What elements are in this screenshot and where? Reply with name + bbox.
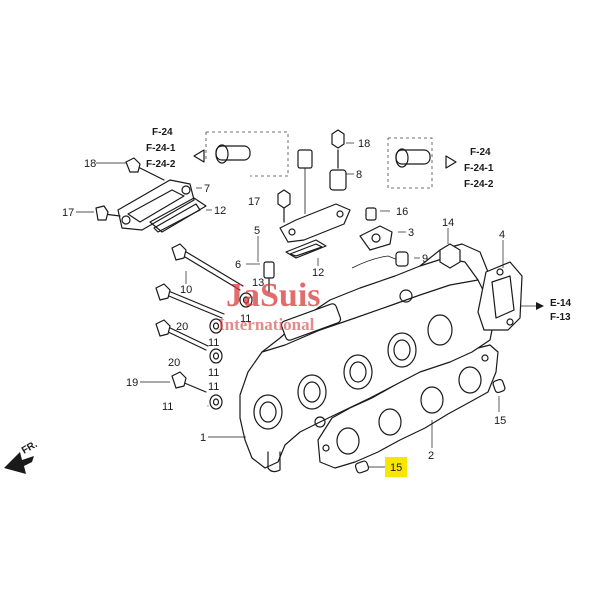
manifold-gasket xyxy=(317,344,499,469)
ref-right-3: F-24-2 xyxy=(464,179,494,190)
ref-right-2: F-24-1 xyxy=(464,163,494,174)
callout-4: 4 xyxy=(499,229,505,241)
ref-left-2: F-24-1 xyxy=(146,143,176,154)
washer-11-a xyxy=(239,292,253,308)
leader-lines xyxy=(76,142,504,468)
flange-nut xyxy=(439,243,461,269)
callout-11-d: 11 xyxy=(208,381,219,393)
callout-7: 7 xyxy=(204,183,210,195)
reference-arrow-right xyxy=(445,155,457,169)
ref-exhaust-1: E-14 xyxy=(550,298,572,309)
bolt-18-left xyxy=(125,157,165,181)
callout-16: 16 xyxy=(396,206,408,218)
watermark-brand: JaSuis xyxy=(226,277,321,314)
reference-arrow-left xyxy=(193,149,205,163)
bolt-17-center xyxy=(277,189,291,223)
cover-plate xyxy=(117,179,207,233)
exhaust-manifold xyxy=(239,243,495,473)
callout-9: 9 xyxy=(422,253,428,265)
callout-12-a: 12 xyxy=(214,205,226,217)
callout-3: 3 xyxy=(408,227,414,239)
washer-11-d xyxy=(209,394,223,410)
ref-left-3: F-24-2 xyxy=(146,159,176,170)
ref-exhaust-2: F-13 xyxy=(550,312,571,323)
callout-12-b: 12 xyxy=(312,267,324,279)
reference-box-left xyxy=(205,131,289,177)
callout-11-c: 11 xyxy=(208,367,219,379)
callout-15-highlight xyxy=(385,457,407,477)
sensor-assembly xyxy=(351,207,409,269)
callout-17-b: 17 xyxy=(248,196,260,208)
callout-1: 1 xyxy=(200,432,206,444)
bracket-plate xyxy=(279,149,351,243)
long-bolt-10 xyxy=(171,243,244,291)
callout-8: 8 xyxy=(356,169,362,181)
bolt-19 xyxy=(171,371,207,393)
callout-19: 19 xyxy=(126,377,138,389)
callout-15-a: 15 xyxy=(494,415,506,427)
callout-18-b: 18 xyxy=(358,138,370,150)
o-ring-gasket xyxy=(285,239,327,259)
callout-11-b: 11 xyxy=(208,337,219,349)
callout-5: 5 xyxy=(254,225,260,237)
front-label: FR. xyxy=(20,439,40,457)
exhaust-ref-arrow xyxy=(520,302,544,310)
callout-6: 6 xyxy=(235,259,241,271)
callout-11-e: 11 xyxy=(162,401,173,413)
ref-right-1: F-24 xyxy=(470,147,491,158)
callout-15-b: 15 xyxy=(390,462,402,474)
front-direction-arrow xyxy=(4,452,34,474)
bolt-18-right xyxy=(331,129,345,169)
outlet-flange-gasket xyxy=(477,261,523,331)
callout-17-a: 17 xyxy=(62,207,74,219)
dowel-pin-upper xyxy=(492,378,506,394)
callout-20-a: 20 xyxy=(176,321,188,333)
callout-20-b: 20 xyxy=(168,357,180,369)
watermark-subtitle: International xyxy=(218,315,315,334)
long-bolt-20-upper xyxy=(155,283,225,319)
callout-2: 2 xyxy=(428,450,434,462)
callout-14: 14 xyxy=(442,217,454,229)
stud-13 xyxy=(263,261,275,293)
callout-10: 10 xyxy=(180,284,192,296)
ref-left-1: F-24 xyxy=(152,127,173,138)
reference-box-right xyxy=(387,137,433,189)
callout-13: 13 xyxy=(252,277,264,289)
washer-11-b xyxy=(209,318,223,334)
dowel-pin-lower xyxy=(354,460,370,474)
long-bolt-20-lower xyxy=(155,319,209,351)
washer-11-c xyxy=(209,348,223,364)
callout-18-a: 18 xyxy=(84,158,96,170)
bolt-17-left xyxy=(95,205,121,221)
callout-11-a: 11 xyxy=(240,313,251,325)
